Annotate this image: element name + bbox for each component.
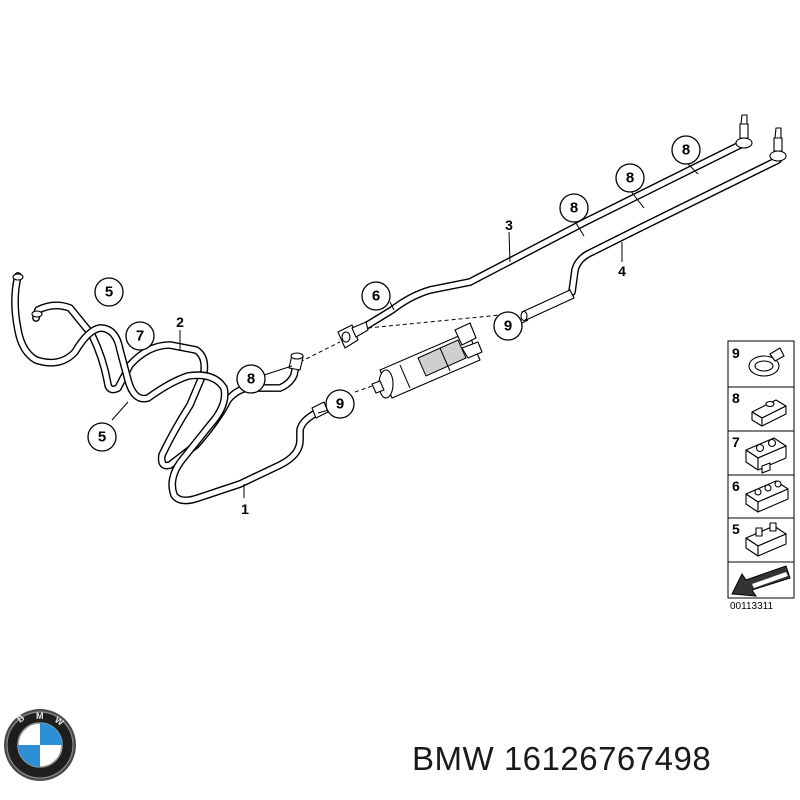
callout-8-top: 8 bbox=[671, 135, 701, 165]
fuel-pipe-1 bbox=[11, 272, 322, 505]
single-clip-icon bbox=[751, 399, 787, 427]
fuel-filter bbox=[371, 322, 483, 399]
hose-clamp-icon bbox=[748, 347, 785, 377]
svg-text:8: 8 bbox=[626, 170, 634, 187]
legend-label-5: 5 bbox=[732, 521, 740, 537]
pipe-label-2: 2 bbox=[176, 314, 184, 330]
pipe-1-open-end bbox=[12, 273, 24, 281]
callout-8-left: 8 bbox=[236, 364, 266, 394]
svg-text:9: 9 bbox=[336, 396, 344, 413]
pipe-2-end-sleeve bbox=[288, 352, 304, 371]
logo-letter-b: B bbox=[15, 712, 27, 724]
svg-text:7: 7 bbox=[136, 328, 144, 345]
pipe-label-1: 1 bbox=[241, 501, 249, 517]
legend-label-9: 9 bbox=[732, 345, 740, 361]
callout-5-bottom: 5 bbox=[87, 422, 117, 452]
double-clip-icon bbox=[745, 437, 787, 474]
svg-text:8: 8 bbox=[682, 142, 690, 159]
svg-text:9: 9 bbox=[504, 318, 512, 335]
pipe-end-fitting-left bbox=[735, 114, 753, 149]
svg-text:8: 8 bbox=[247, 371, 255, 388]
callout-7: 7 bbox=[125, 321, 155, 351]
callout-6: 6 bbox=[361, 281, 391, 311]
legend-label-6: 6 bbox=[732, 478, 740, 494]
svg-text:5: 5 bbox=[105, 284, 113, 301]
assembly-line-lower bbox=[354, 384, 376, 393]
twin-clip-icon bbox=[745, 522, 787, 557]
callout-8-middle: 8 bbox=[559, 193, 589, 223]
legend-label-8: 8 bbox=[732, 390, 740, 406]
legend-label-7: 7 bbox=[732, 434, 740, 450]
triple-clip-icon bbox=[745, 480, 789, 513]
parts-legend: 9 8 7 6 5 bbox=[727, 340, 795, 612]
assembly-line-mid bbox=[299, 341, 341, 363]
pipe-2-open-end bbox=[31, 310, 43, 318]
pipe-end-fitting-right bbox=[769, 127, 787, 162]
logo-letter-m: M bbox=[36, 711, 44, 721]
bmw-roundel-logo: B M W bbox=[4, 709, 76, 781]
callout-5-top: 5 bbox=[94, 277, 124, 307]
part-number-caption: BMW 16126767498 bbox=[412, 740, 712, 777]
pipe-label-3: 3 bbox=[505, 217, 513, 233]
callout-9-left: 9 bbox=[325, 389, 355, 419]
pipe-3-connector bbox=[337, 321, 369, 349]
callout-9-right: 9 bbox=[493, 311, 523, 341]
diagram-code: 00113311 bbox=[730, 601, 773, 612]
fuel-pipe-4 bbox=[568, 156, 782, 296]
direction-arrow-icon bbox=[731, 565, 791, 597]
callout-8-upper: 8 bbox=[615, 163, 645, 193]
svg-text:6: 6 bbox=[372, 288, 380, 305]
pipe-4-hose-sleeve bbox=[520, 289, 575, 322]
svg-text:5: 5 bbox=[98, 429, 106, 446]
pipe-label-4: 4 bbox=[618, 263, 626, 279]
svg-text:8: 8 bbox=[570, 200, 578, 217]
assembly-line-upper bbox=[367, 314, 501, 329]
